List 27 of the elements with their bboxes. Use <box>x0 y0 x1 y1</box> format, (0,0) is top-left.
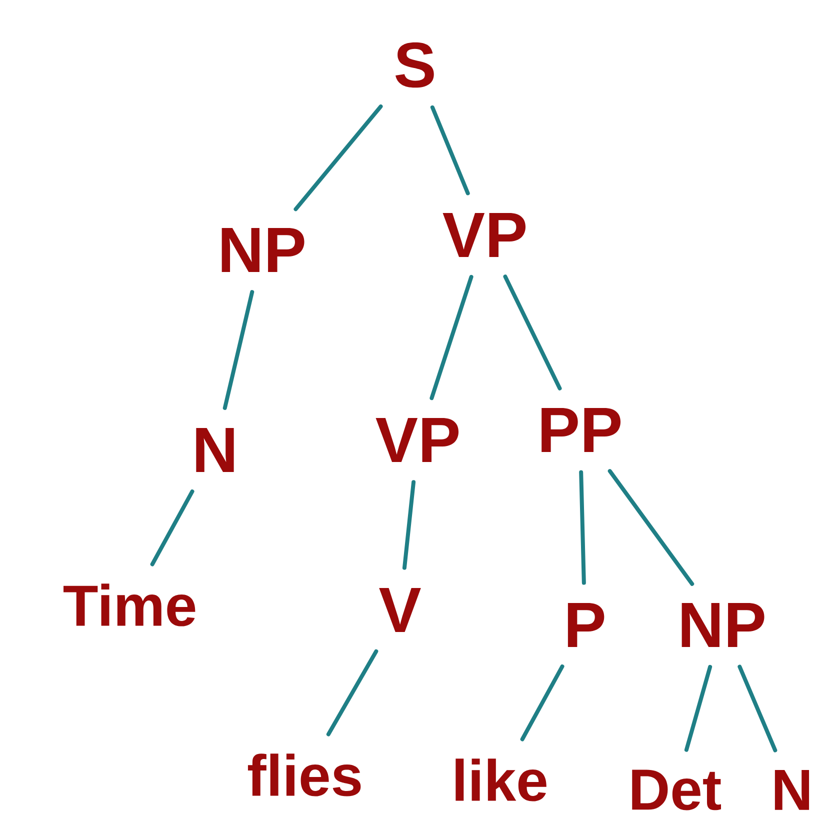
tree-label: P <box>568 602 604 647</box>
tree-branch <box>520 664 564 742</box>
tree-branch <box>222 290 254 410</box>
tree-label: V <box>379 588 421 632</box>
tree-label: VP <box>376 418 459 462</box>
tree-label: VP <box>442 212 526 257</box>
tree-branch <box>430 274 474 400</box>
tree-label: NP <box>682 602 764 647</box>
tree-label: like <box>456 758 546 802</box>
tree-branch <box>326 649 378 736</box>
tree-label: S <box>396 42 434 88</box>
tree-label: PP <box>542 408 620 452</box>
tree-label: flies <box>248 754 361 796</box>
tree-label: Time <box>64 584 196 626</box>
tree-branch <box>738 664 778 752</box>
tree-branch <box>294 104 383 212</box>
tree-branch <box>684 664 712 752</box>
tree-label: N <box>196 428 234 472</box>
tree-branch <box>402 480 416 570</box>
tree-label: NP <box>222 228 304 272</box>
tree-label: Det <box>632 770 721 810</box>
tree-branch <box>430 105 470 196</box>
tree-label: N <box>774 770 810 810</box>
tree-branch <box>608 469 694 586</box>
tree-branch <box>579 470 586 585</box>
tree-branch <box>150 489 194 566</box>
tree-branch <box>503 274 562 390</box>
